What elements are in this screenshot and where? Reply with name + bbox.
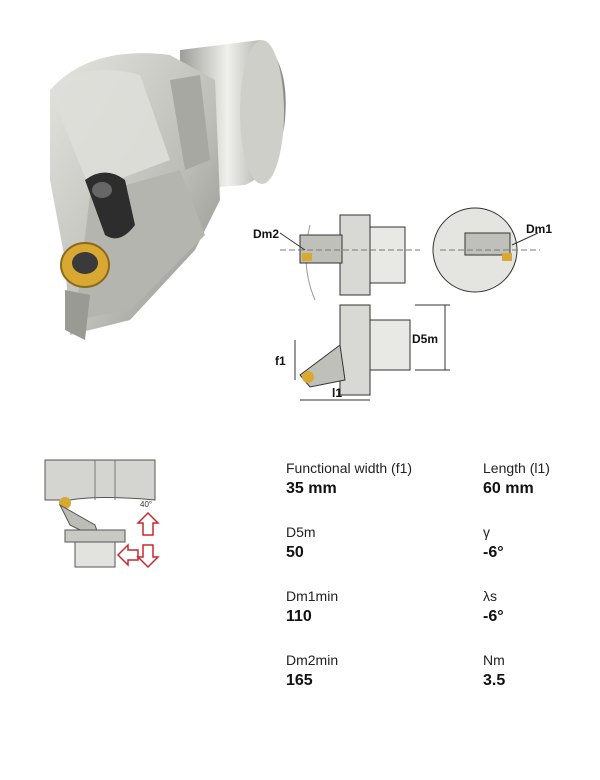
arrow-left-icon (116, 543, 139, 567)
spec-label-d5m: D5m (286, 524, 316, 540)
spec-label-l1: Length (l1) (483, 460, 550, 476)
application-icon: 40° (44, 459, 160, 569)
spec-value-l1: 60 mm (483, 480, 534, 497)
spec-value-d5m: 50 (286, 544, 304, 561)
tool-holder-photo (50, 40, 286, 340)
spec-label-f1: Functional width (f1) (286, 460, 413, 476)
spec-value-dm1min: 110 (286, 608, 312, 625)
arrow-down-icon (136, 544, 160, 569)
spec-label-dm2min: Dm2min (286, 652, 339, 668)
technical-drawing: Dm2 Dm1 D5m f1 l1 (253, 207, 552, 401)
l1-label: l1 (332, 386, 342, 400)
spec-value-f1: 35 mm (286, 480, 337, 497)
spec-label-gamma: γ (483, 524, 490, 540)
spec-value-nm: 3.5 (483, 672, 506, 689)
spec-label-lambda: λs (483, 588, 497, 604)
f1-label: f1 (275, 354, 286, 368)
spec-label-dm1min: Dm1min (286, 588, 339, 604)
arrow-up-icon (136, 511, 160, 536)
d5m-label: D5m (412, 332, 438, 346)
dm2-label: Dm2 (253, 227, 279, 241)
dm1-label: Dm1 (526, 222, 552, 236)
spec-label-nm: Nm (483, 652, 505, 668)
spec-value-dm2min: 165 (286, 672, 313, 689)
angle-label: 40° (140, 500, 152, 509)
spec-value-gamma: -6° (483, 544, 504, 561)
spec-value-lambda: -6° (483, 608, 504, 625)
